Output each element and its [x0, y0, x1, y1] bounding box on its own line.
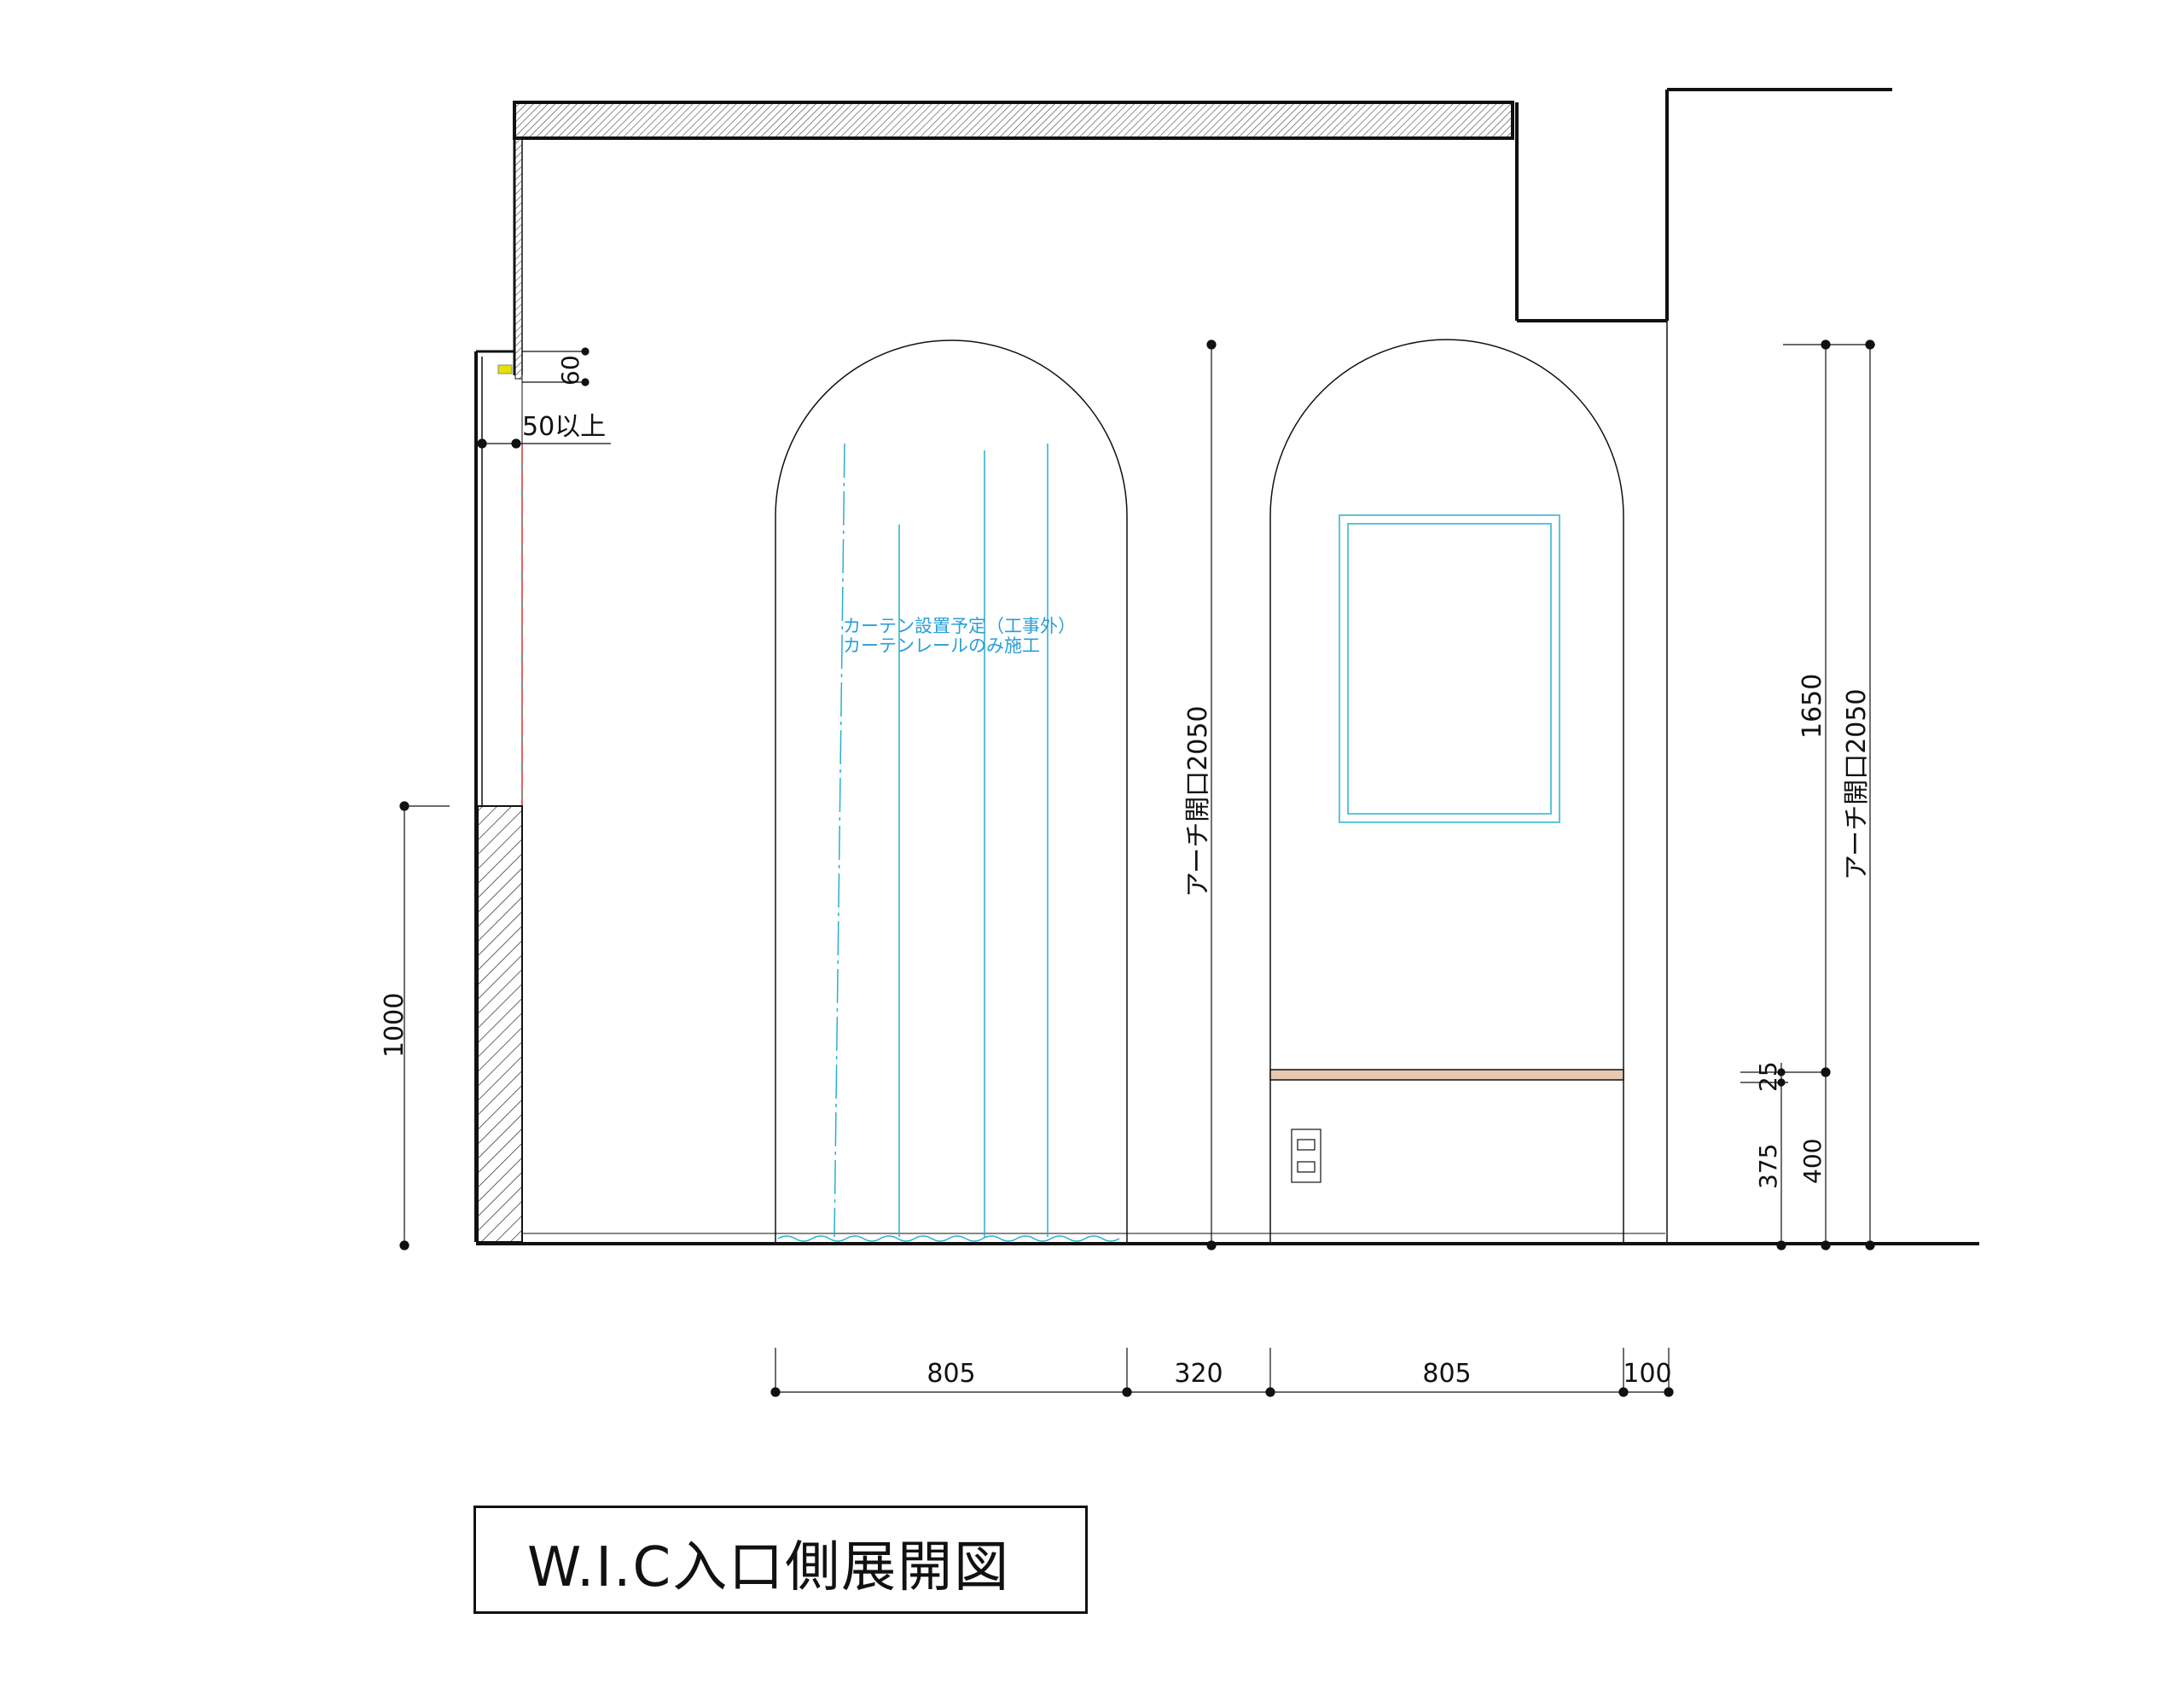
- dim-1000-label: 1000: [380, 993, 410, 1058]
- dim-arch-left: [1206, 339, 1217, 1250]
- ceiling-trim: [514, 137, 523, 380]
- curtain-note-2: カーテンレールのみ施工: [843, 635, 1040, 656]
- curtain-note-1: カーテン設置予定（工事外）: [843, 616, 1076, 636]
- dim-bottom-chain: [770, 1348, 1674, 1397]
- dim-60: [522, 347, 590, 386]
- mirror-outer: [1339, 514, 1560, 823]
- ceiling-band: [513, 101, 1514, 140]
- dim-50: [477, 438, 611, 449]
- dim-bottom-100: 100: [1623, 1359, 1671, 1389]
- dim-arch-right-label: アーチ開口2050: [1842, 688, 1872, 880]
- dim-60-label: 60: [556, 355, 584, 386]
- dim-right-stack: [1740, 339, 1875, 1250]
- title-box: W.I.C入口側展開図: [473, 1506, 1088, 1614]
- lower-wall-hatch: [477, 805, 523, 1243]
- dim-25-label: 25: [1754, 1061, 1782, 1092]
- mirror-inner: [1347, 523, 1552, 815]
- dim-400-label: 400: [1798, 1139, 1827, 1184]
- dim-50-label: 50以上: [522, 412, 606, 442]
- right-arch: [1269, 339, 1624, 1242]
- dim-bottom-320: 320: [1174, 1359, 1223, 1389]
- outlet-icon: [1291, 1129, 1321, 1183]
- right-upper-wall: [1515, 88, 1892, 322]
- dim-arch-left-label: アーチ開口2050: [1183, 705, 1213, 897]
- dim-1650-label: 1650: [1798, 674, 1827, 739]
- dim-bottom-805-a: 805: [926, 1359, 975, 1389]
- dim-1000: [399, 801, 450, 1250]
- dim-375-label: 375: [1754, 1144, 1782, 1189]
- curtain: [777, 443, 1120, 1242]
- bench-shelf: [1269, 1069, 1624, 1081]
- left-arch: [775, 339, 1128, 1242]
- dim-bottom-805-b: 805: [1422, 1359, 1471, 1389]
- yellow-marker: [497, 364, 513, 374]
- drawing-title: W.I.C入口側展開図: [527, 1536, 1011, 1599]
